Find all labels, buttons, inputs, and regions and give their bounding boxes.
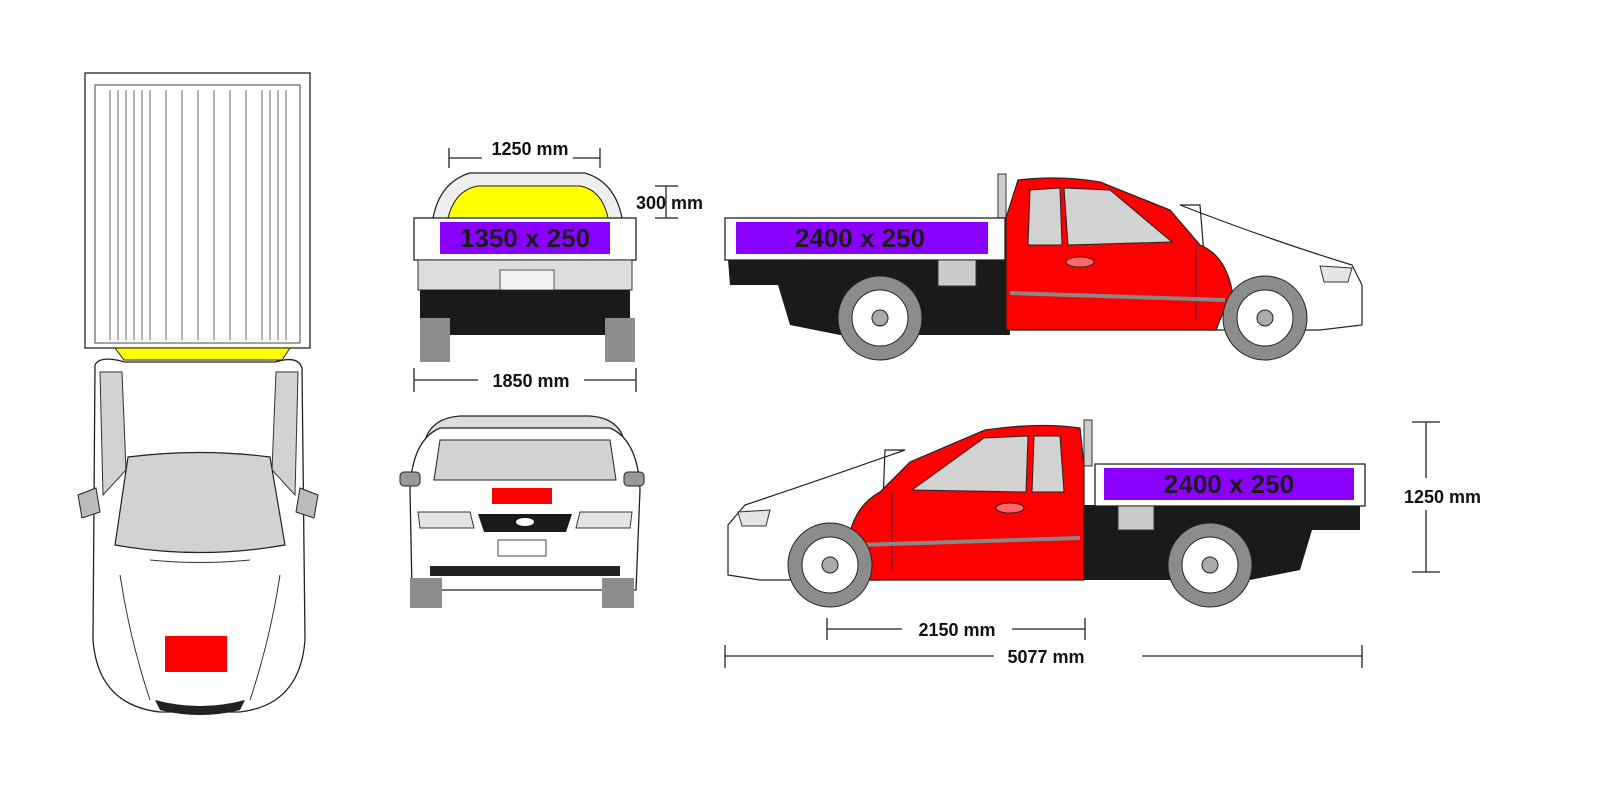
rear-view: 1350 x 250 1250 mm 300 mm 1850 mm: [413, 139, 703, 392]
side-right-panel: [736, 222, 988, 254]
front-bonnet-panel: [492, 488, 552, 504]
rear-headboard-yellow: [447, 185, 609, 219]
ford-badge-icon: [516, 518, 534, 526]
right-mirror: [295, 487, 319, 519]
left-mirror: [77, 487, 101, 519]
dim-overall-width: 1850 mm: [492, 371, 569, 391]
top-bonnet-panel: [165, 636, 227, 672]
top-headboard-panel: [114, 347, 291, 361]
dim-wheelbase: 2150 mm: [918, 620, 995, 640]
side-left-panel-label: 2400 x 250: [1164, 469, 1294, 499]
side-right-cab-red: [1005, 177, 1233, 331]
wheel-icon: [1222, 275, 1308, 361]
tray-slats: [109, 90, 287, 340]
side-view-right: 2400 x 250: [724, 173, 1363, 361]
wheel-icon: [837, 275, 923, 361]
side-view-left: 2400 x 250: [727, 419, 1366, 608]
dim-rear-panel-width: 1250 mm: [491, 139, 568, 159]
rear-left-tyre: [420, 318, 450, 362]
rear-panel-label: 1350 x 250: [460, 223, 590, 253]
front-right-mirror: [623, 471, 645, 487]
front-right-tyre: [602, 578, 634, 608]
wheel-icon: [787, 522, 873, 608]
top-view: [77, 72, 319, 715]
side-left-panel: [1104, 468, 1354, 500]
dim-overall-height: 1250 mm: [1404, 487, 1481, 507]
rear-headboard-panel: [440, 222, 610, 254]
side-dimensions: 1250 mm 2150 mm 5077 mm: [724, 421, 1481, 668]
top-windscreen: [114, 451, 286, 554]
rear-right-tyre: [605, 318, 635, 362]
wheel-icon: [1167, 522, 1253, 608]
dim-headboard-height: 300 mm: [636, 193, 703, 213]
front-left-mirror: [399, 471, 421, 487]
front-left-tyre: [410, 578, 442, 608]
front-windscreen: [433, 439, 617, 481]
dim-overall-length: 5077 mm: [1007, 647, 1084, 667]
side-right-panel-label: 2400 x 250: [795, 223, 925, 253]
front-view: [399, 415, 645, 608]
